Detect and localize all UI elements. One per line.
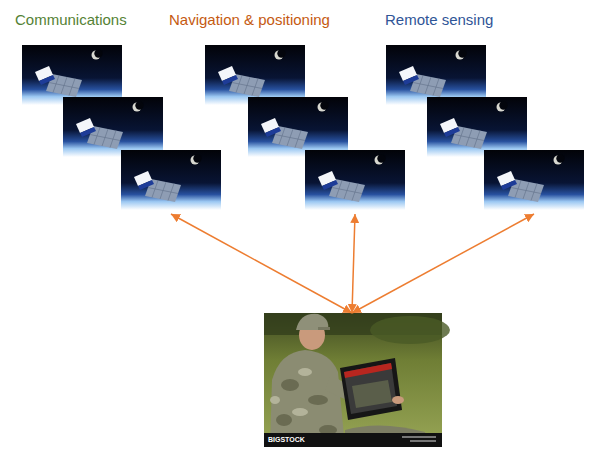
- satellite-image: [205, 45, 305, 105]
- arrow-connector: [352, 214, 355, 313]
- satellite-image: [305, 150, 405, 210]
- satellite-image: [484, 150, 584, 210]
- satellite-group: Communications: [14, 8, 231, 214]
- satellite-image: [22, 45, 122, 105]
- watermark: BIGSTOCK: [268, 436, 446, 444]
- column-heading: Navigation & positioning: [169, 11, 415, 28]
- column-heading: Remote sensing: [385, 11, 592, 28]
- arrow-connector: [171, 214, 352, 313]
- satellite-image: [248, 97, 348, 157]
- satellite-group: Remote sensing: [384, 8, 592, 214]
- satellite-image: [386, 45, 486, 105]
- satellite-image: [121, 150, 221, 210]
- satellite-image: [63, 97, 163, 157]
- satellite-group: Navigation & positioning: [168, 8, 415, 214]
- arrow-connector: [352, 214, 534, 313]
- satellite-image: [427, 97, 527, 157]
- soldier-photo: [264, 313, 450, 447]
- photo-frame: BIGSTOCK: [264, 313, 446, 447]
